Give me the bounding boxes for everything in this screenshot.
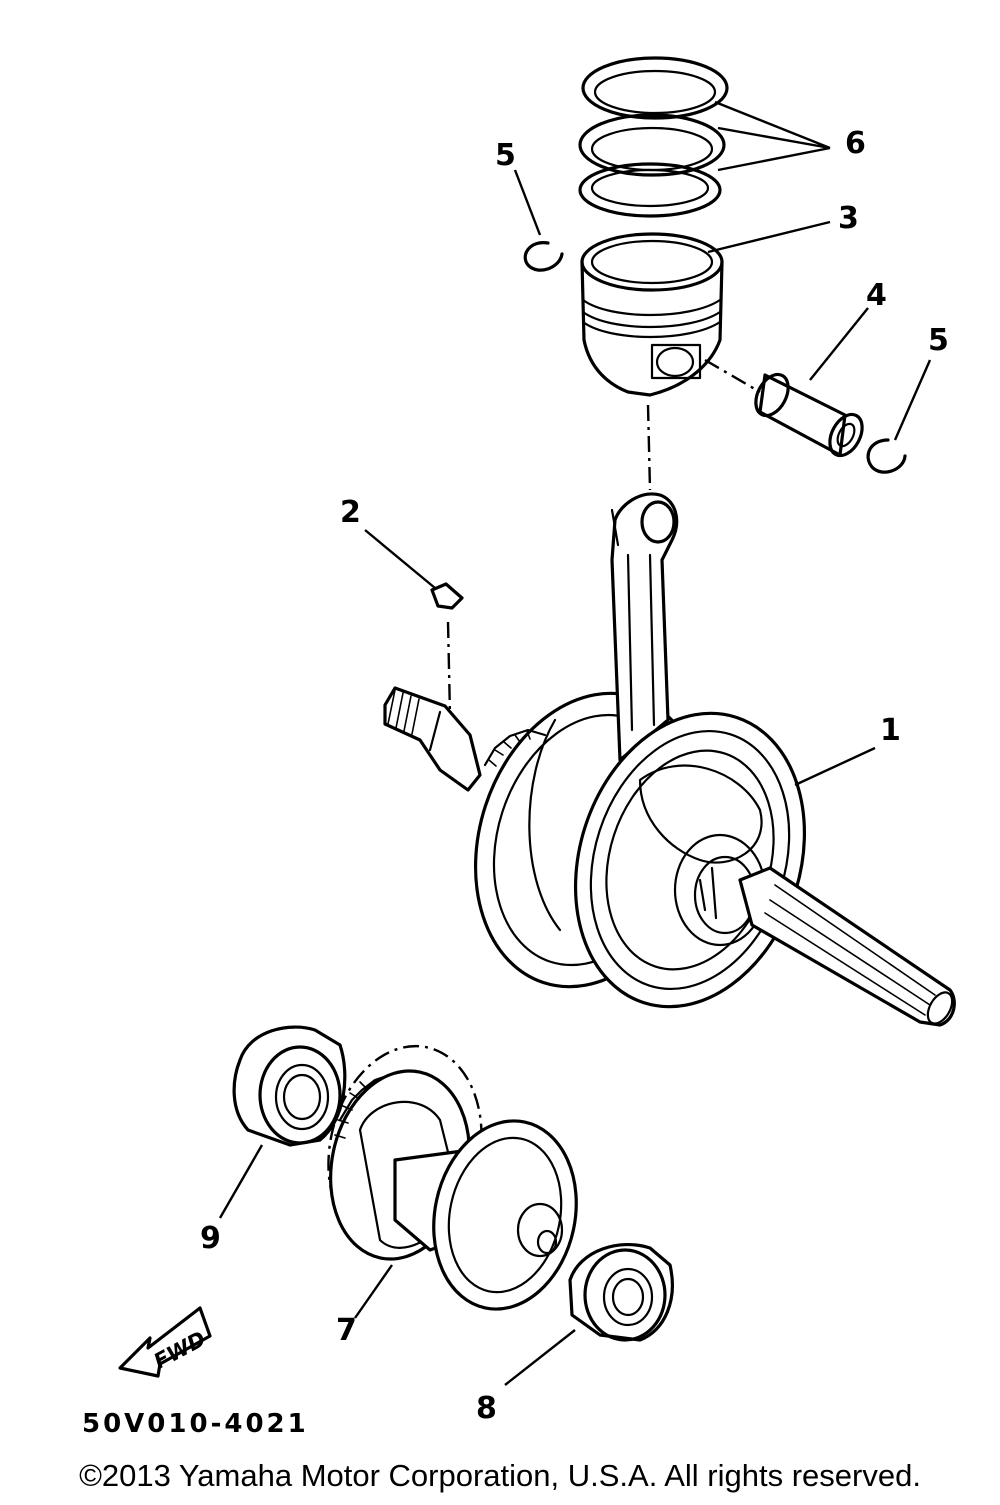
callout-4: 4 (866, 278, 887, 313)
leader-lines (218, 100, 932, 1386)
assembly-centerlines (446, 358, 761, 716)
piston-rings (578, 56, 729, 218)
piston (580, 232, 724, 397)
piston-clip-left (523, 241, 564, 272)
callout-6: 6 (845, 126, 866, 161)
callout-2: 2 (340, 495, 361, 530)
crankshaft (383, 492, 956, 1027)
piston-clip-right (866, 438, 907, 474)
bearing-9 (232, 1025, 347, 1147)
callout-7: 7 (336, 1313, 357, 1348)
callout-9: 9 (200, 1221, 221, 1256)
forward-direction-arrow: FWD (118, 1306, 212, 1378)
callout-numbers: 1 2 3 4 5 5 6 7 8 9 (200, 126, 949, 1426)
drawing-code: 50V010-4021 (82, 1409, 309, 1439)
callout-1: 1 (880, 713, 901, 748)
piston-pin (754, 372, 864, 458)
bearing-8 (568, 1243, 674, 1342)
callout-5-right: 5 (928, 323, 949, 358)
copyright-notice: ©2013 Yamaha Motor Corporation, U.S.A. A… (79, 1458, 921, 1493)
balancer-shaft (327, 1044, 578, 1311)
woodruff-key (430, 582, 464, 610)
callout-8: 8 (476, 1391, 497, 1426)
callout-3: 3 (838, 201, 859, 236)
fwd-label: FWD (150, 1327, 210, 1374)
callout-5-left: 5 (495, 138, 516, 173)
